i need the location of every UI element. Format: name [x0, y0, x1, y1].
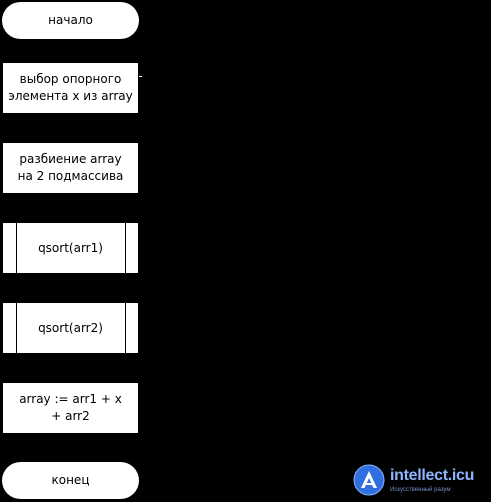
logo-tagline: Искусственный разум: [390, 486, 451, 493]
select-pivot-block: выбор опорного элемента x из array: [2, 62, 139, 114]
select-pivot-label: выбор опорного элемента x из array: [8, 72, 133, 103]
partition-block: разбиение array на 2 подмассива: [2, 142, 139, 194]
qsort-arr2-subprocess: qsort(arr2): [2, 302, 139, 354]
logo-name: intellect.icu: [390, 466, 475, 484]
partition-label: разбиение array на 2 подмассива: [17, 152, 124, 183]
qsort-arr1-subprocess: qsort(arr1): [2, 222, 139, 274]
intellect-logo-icon: [353, 464, 385, 496]
qsort-arr1-label: qsort(arr1): [38, 240, 103, 255]
watermark-logo: intellect.icu Искусственный разум: [353, 463, 485, 497]
end-label: конец: [51, 473, 90, 487]
start-terminal: начало: [2, 2, 139, 39]
end-terminal: конец: [2, 462, 139, 499]
qsort-arr2-label: qsort(arr2): [38, 320, 103, 335]
combine-block: array := arr1 + x + arr2: [2, 382, 139, 434]
start-label: начало: [48, 13, 93, 27]
combine-label: array := arr1 + x + arr2: [19, 392, 122, 423]
connector-stub: [139, 76, 142, 77]
logo-text: intellect.icu Искусственный разум: [390, 466, 475, 493]
